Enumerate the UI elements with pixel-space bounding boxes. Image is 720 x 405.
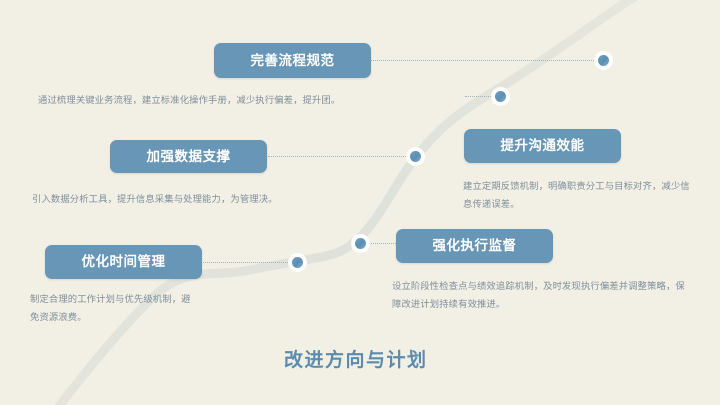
card-description-supervision: 设立阶段性检查点与绩效追踪机制，及时发现执行偏差并调整策略，保障改进计划持续有效… bbox=[392, 281, 685, 310]
node-dot bbox=[410, 151, 421, 162]
connector-line-supervision bbox=[368, 243, 396, 245]
connector-line-communication bbox=[465, 96, 501, 98]
node-dot bbox=[292, 257, 303, 268]
connector-line-process bbox=[370, 60, 596, 62]
card-supervision[interactable]: 强化执行监督 bbox=[396, 229, 553, 263]
curve-node-time[interactable] bbox=[289, 254, 306, 271]
card-title-data: 加强数据支撑 bbox=[146, 148, 231, 164]
card-description-process: 通过梳理关键业务流程，建立标准化操作手册，减少执行偏差，提升团。 bbox=[38, 95, 341, 105]
page-title: 改进方向与计划 bbox=[284, 350, 428, 371]
curve-node-data[interactable] bbox=[407, 148, 424, 165]
curve-node-communication[interactable] bbox=[492, 88, 509, 105]
node-dot bbox=[598, 55, 609, 66]
card-description-data: 引入数据分析工具，提升信息采集与处理能力，为管理决。 bbox=[32, 194, 278, 204]
card-title-supervision: 强化执行监督 bbox=[432, 238, 517, 254]
node-dot bbox=[495, 91, 506, 102]
curve-node-process[interactable] bbox=[595, 52, 612, 69]
card-title-process: 完善流程规范 bbox=[250, 52, 335, 68]
card-description-communication: 建立定期反馈机制，明确职责分工与目标对齐，减少信息传递误差。 bbox=[463, 181, 690, 210]
card-description-time: 制定合理的工作计划与优先级机制，避免资源浪费。 bbox=[30, 294, 191, 323]
card-time[interactable]: 优化时间管理 bbox=[45, 245, 202, 279]
card-title-communication: 提升沟通效能 bbox=[500, 138, 585, 154]
card-communication[interactable]: 提升沟通效能 bbox=[464, 129, 621, 163]
node-dot bbox=[355, 238, 366, 249]
card-data[interactable]: 加强数据支撑 bbox=[110, 140, 267, 173]
curve-node-supervision[interactable] bbox=[352, 235, 369, 252]
connector-line-data bbox=[268, 156, 416, 158]
card-process[interactable]: 完善流程规范 bbox=[214, 43, 371, 78]
card-title-time: 优化时间管理 bbox=[81, 254, 166, 270]
connector-line-time bbox=[203, 262, 298, 264]
